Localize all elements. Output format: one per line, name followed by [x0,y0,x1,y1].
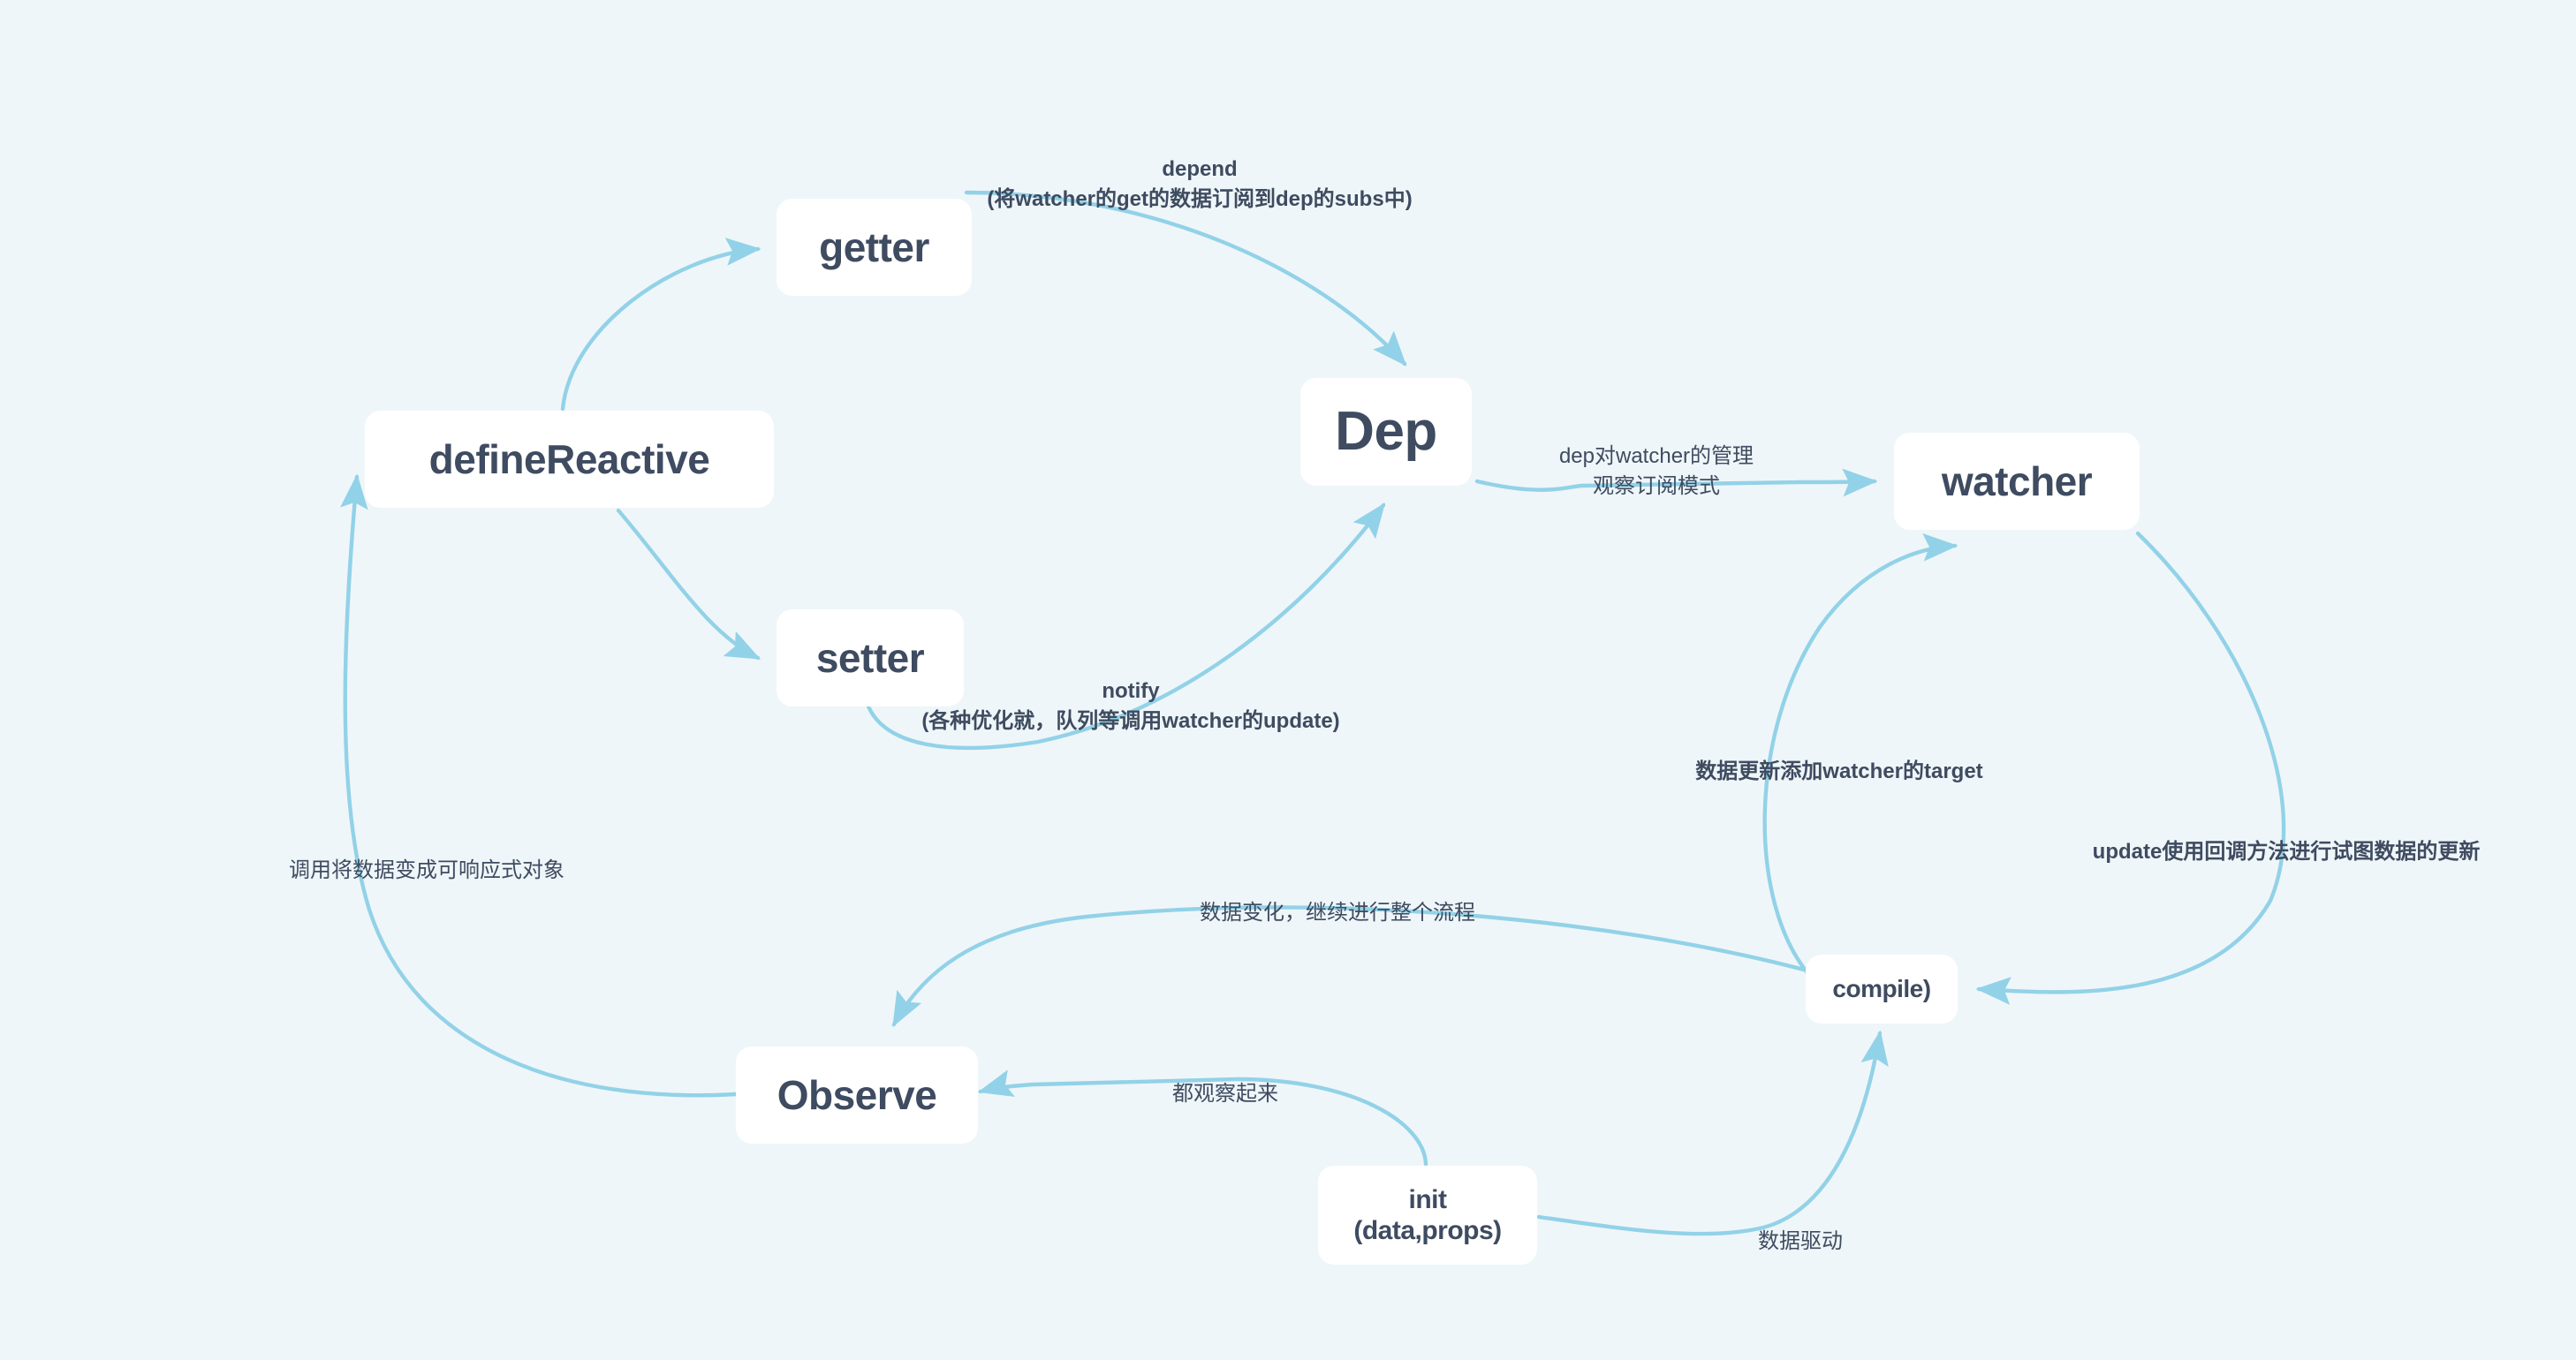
node-label-line1: init [1408,1184,1448,1214]
node-compile[interactable]: compile) [1806,955,1958,1024]
edge-label-line1: 调用将数据变成可响应式对象 [289,858,564,882]
edge-label-observe-all: 都观察起来 [1155,1079,1296,1109]
edge-init-compile [1536,1030,1889,1236]
edge-label-watcher-target: 数据更新添加watcher的target [1654,757,2025,787]
edge-observe-definereactive [340,473,739,1098]
node-setter[interactable]: setter [777,609,964,706]
node-watcher[interactable]: watcher [1894,433,2140,530]
edge-definereactive-getter [560,238,761,412]
node-label: getter [819,223,929,270]
node-label: setter [815,634,925,681]
edge-label-line1: dep对watcher的管理 [1558,444,1754,468]
edge-label-line1: 数据驱动 [1758,1229,1843,1253]
edge-label-update-callback: update使用回调方法进行试图数据的更新 [2065,837,2507,867]
edge-label-line1: notify [1102,679,1160,703]
edge-label-dep-manage: dep对watcher的管理 观察订阅模式 [1502,442,1811,502]
node-label: Observe [777,1071,937,1118]
edge-label-data-driven: 数据驱动 [1730,1227,1871,1257]
node-init[interactable]: init (data,props) [1318,1166,1537,1265]
node-getter[interactable]: getter [777,199,972,296]
edge-label-line2: 观察订阅模式 [1593,474,1720,499]
edge-label-line1: 都观察起来 [1172,1082,1278,1106]
edge-label-notify: notify (各种优化就，队列等调用watcher的update) [883,676,1378,737]
edge-label-line1: 数据更新添加watcher的target [1695,759,1983,783]
edge-label-data-change: 数据变化，继续进行整个流程 [1178,898,1496,928]
edge-getter-dep [964,190,1407,366]
node-label: compile) [1832,975,1931,1003]
node-definereactive[interactable]: defineReactive [365,411,774,508]
edge-label-line2: (将watcher的get的数据订阅到dep的subs中) [987,187,1413,212]
edge-label-line1: depend [1162,157,1238,181]
node-label: watcher [1941,457,2093,504]
edge-label-line1: 数据变化，继续进行整个流程 [1200,901,1475,925]
node-label-line2: (data,props) [1353,1216,1502,1245]
node-dep[interactable]: Dep [1300,378,1472,486]
node-label: defineReactive [428,435,710,482]
edge-label-make-reactive: 调用将数据变成可响应式对象 [268,856,586,886]
node-label: Dep [1335,401,1437,463]
edge-label-line2: (各种优化就，队列等调用watcher的update) [921,709,1340,734]
edge-label-line1: update使用回调方法进行试图数据的更新 [2092,840,2481,864]
edge-label-depend: depend (将watcher的get的数据订阅到dep的subs中) [952,155,1447,215]
edge-definereactive-setter [616,508,761,661]
node-observe[interactable]: Observe [736,1046,978,1144]
